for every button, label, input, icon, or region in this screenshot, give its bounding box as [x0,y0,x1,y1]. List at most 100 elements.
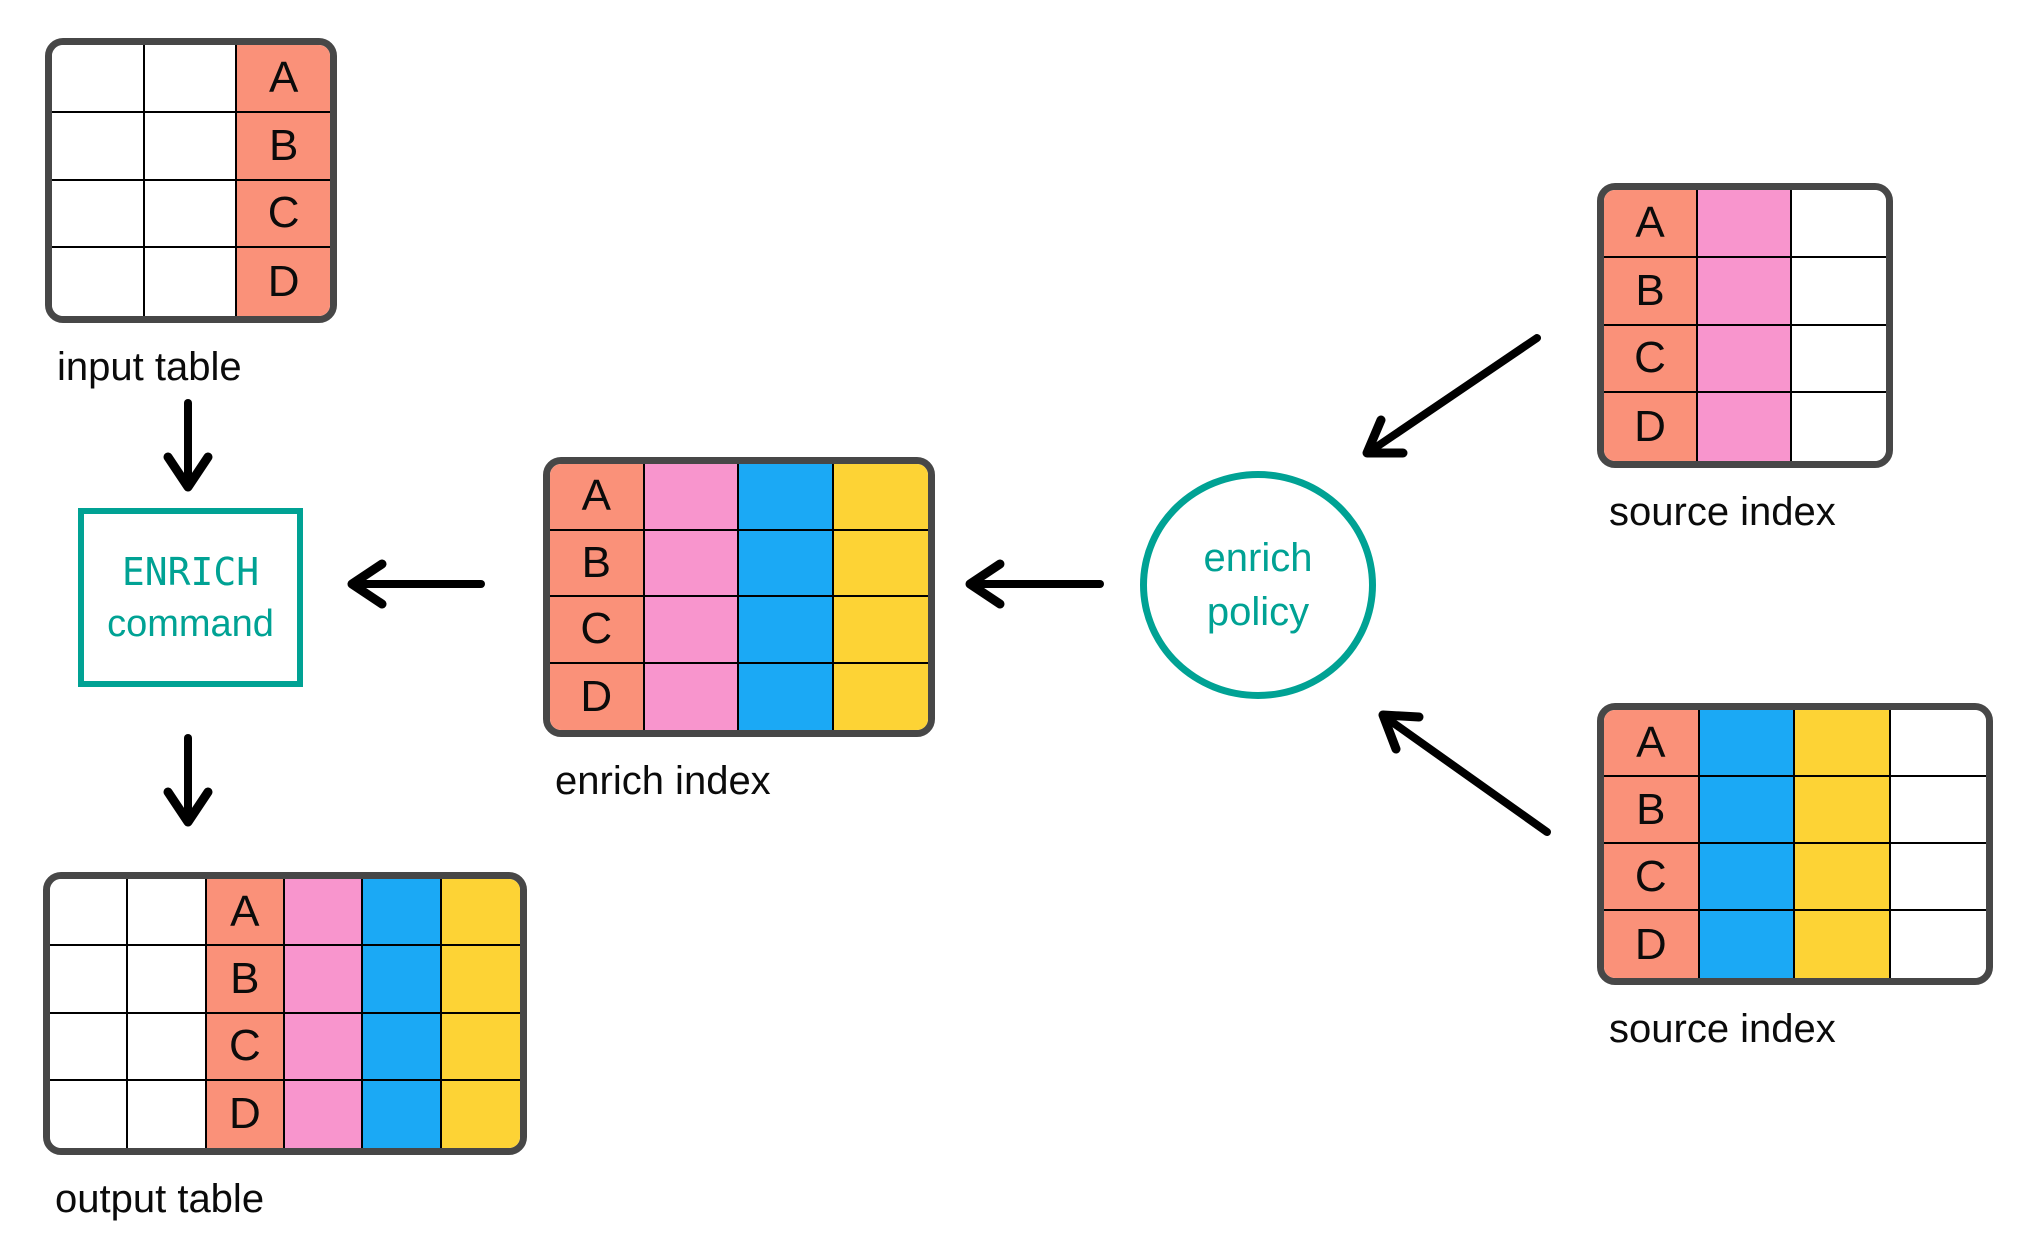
table-cell [1795,777,1891,844]
enrich-command-box: ENRICH command [78,508,303,687]
table-cell [1890,844,1986,911]
enrich-command-line1: ENRICH [121,549,260,594]
output-table-label: output table [55,1177,265,1221]
table-cell [441,879,520,947]
table-cell [1699,710,1795,777]
table-cell [144,45,238,113]
table-cell [739,597,834,664]
table-cell [1890,911,1986,978]
table-cell [363,946,442,1014]
key-cell: A [1604,190,1698,258]
table-cell [739,464,834,531]
table-cell [1698,257,1792,326]
table-cell [644,597,739,664]
table-cell [1890,777,1986,844]
table-cell [833,597,928,664]
table-cell [52,180,145,249]
table-cell [1792,393,1886,461]
arrow-policy-to-enrich-index [965,559,1104,609]
table-cell [52,112,145,181]
table-cell [363,1080,442,1148]
table-cell [128,946,207,1014]
key-cell: B [550,530,645,597]
key-cell: B [1604,777,1700,844]
table-cell [1792,257,1886,326]
table-cell [1792,325,1886,394]
arrow-input-to-command [163,399,213,492]
table-cell [644,464,739,531]
table-cell [441,1080,520,1148]
table-cell [363,1013,442,1081]
table-cell [52,248,145,316]
table-cell [739,530,834,597]
table-cell [441,1013,520,1081]
enrich-policy-line2: policy [1206,590,1310,634]
arrow-source-bottom-to-policy [1378,710,1551,836]
table-cell [285,1013,364,1081]
arrow-command-to-output [163,734,213,827]
table-cell [739,663,834,730]
table-cell [833,464,928,531]
key-cell: A [237,45,330,113]
table-cell [128,879,207,947]
table-cell [50,879,129,947]
key-cell: C [237,180,330,249]
enrich-policy-circle: enrich policy [1140,471,1376,699]
table-cell [441,946,520,1014]
key-cell: D [1604,393,1698,461]
table-cell [644,530,739,597]
table-cell [144,180,238,249]
table-cell [1795,844,1891,911]
key-cell: B [206,946,285,1014]
enrich-command-line2: command [107,602,274,645]
source-index-top-label: source index [1609,490,1836,534]
table-cell [833,530,928,597]
table-cell [1792,190,1886,258]
table-cell [285,879,364,947]
table-cell [1698,325,1792,394]
arrow-source-top-to-policy [1362,334,1541,458]
key-cell: A [1604,710,1700,777]
table-cell [50,1080,129,1148]
table-cell [1698,393,1792,461]
enrich-policy-line1: enrich [1203,536,1313,580]
table-cell [50,1013,129,1081]
table-cell [363,879,442,947]
table-cell [52,45,145,113]
key-cell: B [1604,257,1698,326]
table-cell [1890,710,1986,777]
table-cell [285,946,364,1014]
table-cell [50,946,129,1014]
table-cell [1699,911,1795,978]
key-cell: C [550,597,645,664]
table-cell [1795,710,1891,777]
table-cell [1699,844,1795,911]
table-cell [1699,777,1795,844]
key-cell: A [550,464,645,531]
arrow-enrich-index-to-command [347,559,485,609]
table-cell [144,248,238,316]
input-table-label: input table [57,345,242,389]
table-cell [1698,190,1792,258]
key-cell: C [1604,844,1700,911]
key-cell: A [206,879,285,947]
key-cell: C [206,1013,285,1081]
key-cell: D [237,248,330,316]
table-cell [1795,911,1891,978]
key-cell: D [1604,911,1700,978]
table-cell [128,1080,207,1148]
key-cell: D [206,1080,285,1148]
key-cell: C [1604,325,1698,394]
